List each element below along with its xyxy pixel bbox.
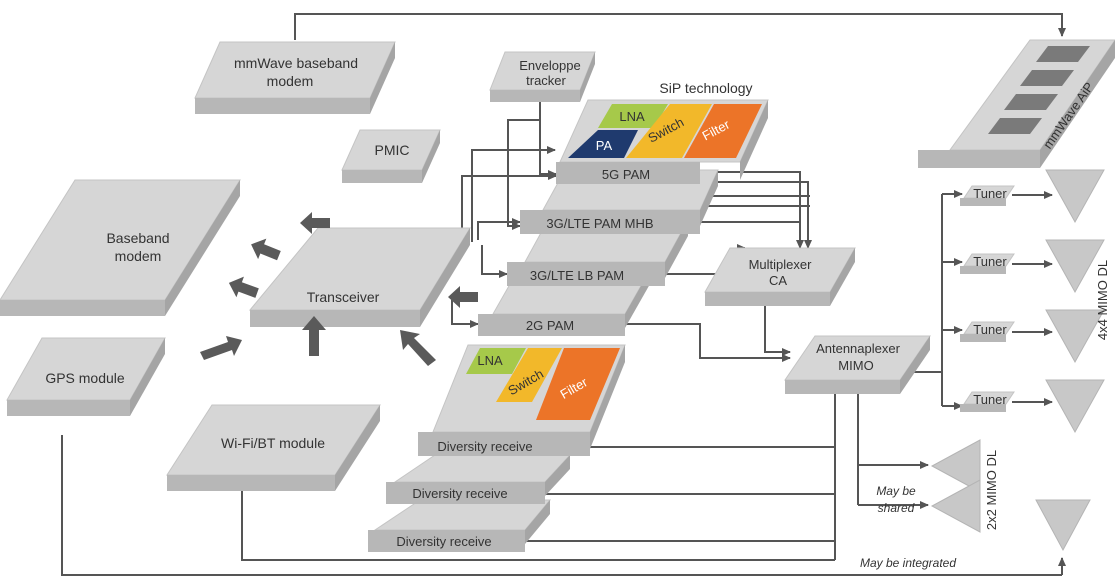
tuner-4: Tuner <box>960 391 1015 412</box>
transceiver-block: Transceiver <box>248 227 471 327</box>
may-be-label: May be <box>876 484 916 498</box>
tuner-3-label: Tuner <box>973 322 1007 337</box>
aip-patch-3 <box>1004 94 1058 110</box>
arrow-gps-to-trx <box>200 336 242 360</box>
wire-envelope-mhb <box>507 119 540 230</box>
envelope-label-2: tracker <box>526 73 566 88</box>
switch-chip-2 <box>496 348 562 402</box>
baseband-label-2: modem <box>115 248 162 264</box>
transceiver-label: Transceiver <box>307 289 380 305</box>
arrow-pam-to-trx <box>448 286 478 308</box>
lna-chip <box>598 104 668 128</box>
mmwave-baseband-modem: mmWave baseband modem <box>194 41 396 114</box>
pam-5g: 5G PAM LNA PA Switch Filter <box>556 99 769 184</box>
gps-label: GPS module <box>45 370 125 386</box>
envelope-tracker: Enveloppe tracker <box>489 51 596 102</box>
antennaplexer-mimo: Antennaplexer MIMO <box>784 335 931 394</box>
switch-chip <box>626 104 712 158</box>
shared-label: shared <box>878 501 915 515</box>
tuner-1-label: Tuner <box>973 186 1007 201</box>
wire-2g-antplex <box>624 323 791 362</box>
antenna-4x4-4 <box>1045 379 1105 434</box>
wifi-label: Wi-Fi/BT module <box>221 435 325 451</box>
arrow-left-1 <box>300 212 330 234</box>
wire-trx-lb <box>481 245 508 278</box>
arrow-wifi-to-trx <box>302 316 326 356</box>
wire-mux-antplex <box>764 300 791 356</box>
wire-trx-2g <box>451 300 479 328</box>
diversity-receive-2-label: Diversity receive <box>412 486 507 501</box>
big-arrows <box>200 212 478 366</box>
aip-patch-2 <box>1020 70 1074 86</box>
tuner-4-label: Tuner <box>973 392 1007 407</box>
arrow-left-2 <box>251 238 281 261</box>
pam-2g-label: 2G PAM <box>526 318 574 333</box>
pa-chip <box>568 130 638 158</box>
aip-patch-4 <box>988 118 1042 134</box>
mmwave-aip: mmWave AiP <box>918 39 1115 168</box>
antenna-4x4-1 <box>1045 169 1105 224</box>
wifi-bt-module: Wi-Fi/BT module <box>166 404 381 491</box>
pmic-block: PMIC <box>341 129 441 183</box>
wire-gps-bottom <box>61 435 1062 576</box>
arrow-left-3 <box>228 276 259 298</box>
antenna-4x4-2 <box>1045 239 1105 294</box>
mmwave-baseband-label: mmWave baseband <box>234 55 358 71</box>
pam-mhb-label: 3G/LTE PAM MHB <box>546 216 653 231</box>
diversity-receive-3: Diversity receive <box>368 499 552 552</box>
diversity-receive-1-label: Diversity receive <box>437 439 532 454</box>
wire-trx-mhb <box>477 218 521 240</box>
lna-chip-label: LNA <box>619 109 645 124</box>
pam-5g-label: 5G PAM <box>602 167 650 182</box>
lna-chip-2-label: LNA <box>477 353 503 368</box>
mimo-2x2-label: 2x2 MIMO DL <box>984 450 999 530</box>
wire-envelope-5g <box>539 100 557 178</box>
sip-technology-label: SiP technology <box>659 80 752 96</box>
pmic-label: PMIC <box>375 142 410 158</box>
wire-wifi-bottom <box>241 490 835 561</box>
lna-chip-2 <box>466 348 526 374</box>
antenna-2x2-1 <box>930 439 981 493</box>
pam-lb-label: 3G/LTE LB PAM <box>530 268 624 283</box>
antenna-2x2-2 <box>930 479 981 533</box>
filter-chip-2 <box>536 348 620 420</box>
aip-patch-1 <box>1036 46 1090 62</box>
gps-module: GPS module <box>6 337 166 416</box>
envelope-label: Enveloppe <box>519 58 580 73</box>
pa-chip-label: PA <box>596 138 613 153</box>
mimo-4x4-label: 4x4 MIMO DL <box>1095 260 1110 340</box>
antennaplexer-label: Antennaplexer <box>816 341 901 356</box>
antenna-4x4-3 <box>1045 309 1105 364</box>
may-be-integrated-label: May be integrated <box>860 556 956 570</box>
diversity-receive-2: Diversity receive <box>386 454 572 504</box>
multiplexer-ca: Multiplexer CA <box>704 247 856 306</box>
arrow-diversity-to-trx <box>400 330 436 366</box>
wire-trx-5g-b <box>461 172 557 250</box>
wire-baseband-to-aip <box>294 13 1066 40</box>
antennaplexer-label-2: MIMO <box>838 358 873 373</box>
tuner-1: Tuner <box>960 185 1015 206</box>
wire-trx-5g <box>471 146 556 242</box>
tuner-3: Tuner <box>960 321 1015 342</box>
mmwave-baseband-label-2: modem <box>267 73 314 89</box>
baseband-modem: Baseband modem <box>0 179 241 316</box>
diversity-receive-1: Diversity receive LNA Switch Filter <box>418 344 626 456</box>
tuner-2: Tuner <box>960 253 1015 274</box>
wire-5g-mux-b <box>700 181 812 249</box>
baseband-label: Baseband <box>106 230 169 246</box>
antenna-gps <box>1035 499 1091 552</box>
filter-chip <box>684 104 762 158</box>
multiplexer-label: Multiplexer <box>749 257 813 272</box>
tuner-2-label: Tuner <box>973 254 1007 269</box>
diversity-receive-3-label: Diversity receive <box>396 534 491 549</box>
multiplexer-label-2: CA <box>769 273 787 288</box>
